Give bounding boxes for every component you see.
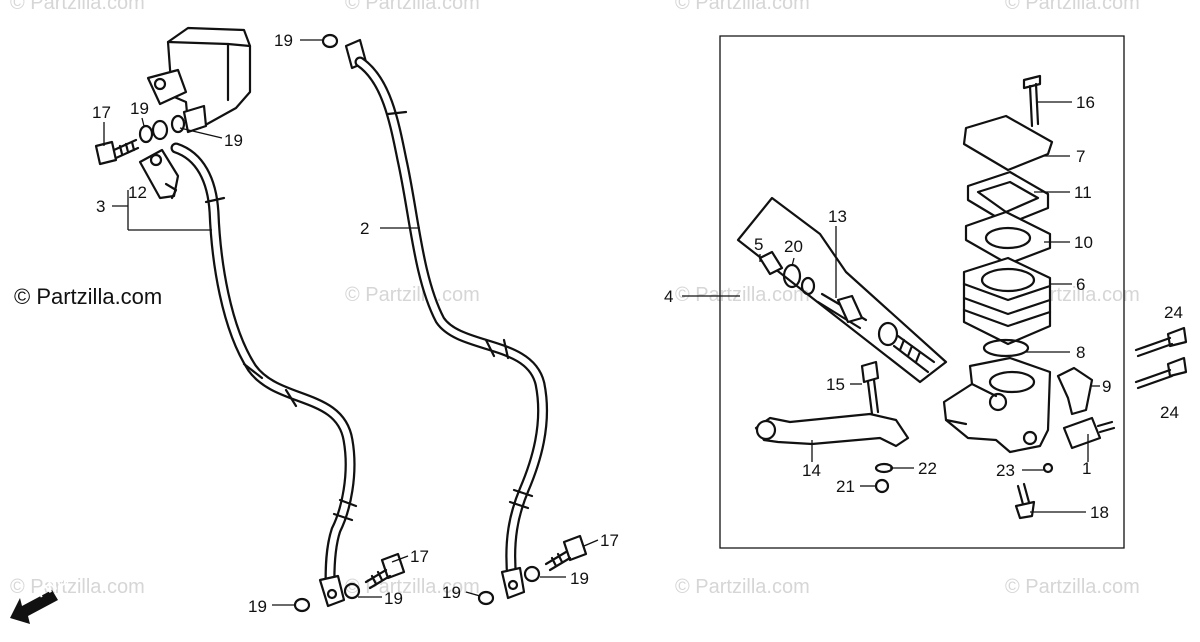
washer-19	[170, 114, 186, 134]
callout-7: 7	[1076, 147, 1085, 166]
watermark: © Partzilla.com	[675, 0, 810, 14]
watermark: © Partzilla.com	[1005, 576, 1140, 598]
callout-1: 1	[1082, 459, 1091, 478]
assembly-frame	[719, 35, 1125, 549]
banjo-bolt-17-right	[544, 534, 588, 572]
watermark: © Partzilla.com	[1005, 0, 1140, 14]
callout-17: 17	[92, 103, 111, 122]
callout-23: 23	[996, 461, 1015, 480]
diaphragm-plate-11	[966, 170, 1050, 226]
watermark: © Partzilla.com	[10, 576, 145, 598]
hose-joint-12	[138, 148, 180, 200]
watermark: © Partzilla.com	[675, 576, 810, 598]
callout-21: 21	[836, 477, 855, 496]
callout-8: 8	[1076, 343, 1085, 362]
brake-lever-14	[754, 412, 910, 448]
callout-20: 20	[784, 237, 803, 256]
watermark: © Partzilla.com	[675, 284, 810, 306]
nut-23	[1042, 462, 1054, 474]
brake-hose-2	[344, 38, 549, 600]
callout-19: 19	[130, 99, 149, 118]
fwd-arrow-icon: FWD	[10, 572, 70, 624]
piston-kit-13	[758, 250, 936, 374]
callout-24: 24	[1160, 403, 1179, 422]
washer-19	[321, 33, 339, 49]
callout-11: 11	[1074, 183, 1092, 202]
watermark: © Partzilla.com	[345, 576, 480, 598]
copyright-label: © Partzilla.com	[14, 284, 163, 309]
reservoir-cap-7	[962, 114, 1054, 172]
callout-17: 17	[410, 547, 429, 566]
callout-19: 19	[274, 31, 293, 50]
o-ring-8	[982, 338, 1030, 358]
callout-17: 17	[600, 531, 619, 550]
brake-switch-1	[1062, 416, 1116, 450]
piston-kit-outline-13	[736, 196, 948, 384]
washer-19	[138, 124, 154, 144]
washer-19	[477, 590, 495, 606]
washer-19	[523, 565, 541, 583]
washer-19	[343, 582, 361, 600]
brake-hose-3	[170, 142, 358, 608]
callout-14: 14	[802, 461, 821, 480]
callout-5: 5	[754, 235, 763, 254]
watermark: © Partzilla.com	[345, 284, 480, 306]
callout-9: 9	[1102, 377, 1111, 396]
screw-24-lower	[1134, 356, 1188, 390]
callout-22: 22	[918, 459, 937, 478]
watermark: © Partzilla.com	[345, 0, 480, 14]
callout-12: 12	[128, 183, 147, 202]
callout-4: 4	[664, 287, 673, 306]
callout-19: 19	[570, 569, 589, 588]
callout-6: 6	[1076, 275, 1085, 294]
callout-3: 3	[96, 197, 105, 216]
screw-24-upper	[1134, 326, 1188, 358]
callout-15: 15	[826, 375, 845, 394]
holder-9	[1056, 366, 1094, 416]
screw-16	[1022, 74, 1042, 128]
callout-24: 24	[1164, 303, 1183, 322]
washer-22	[874, 462, 894, 474]
callout-16: 16	[1076, 93, 1095, 112]
callout-10: 10	[1074, 233, 1093, 252]
reservoir-body-6	[962, 256, 1052, 346]
callout-18: 18	[1090, 503, 1109, 522]
diaphragm-10	[964, 210, 1052, 266]
leader-lines	[103, 39, 1100, 606]
callout-2: 2	[360, 219, 369, 238]
washer-19	[293, 597, 311, 613]
callout-19: 19	[248, 597, 267, 616]
banjo-bolt-17-top	[94, 138, 140, 166]
washer-19	[151, 119, 169, 141]
callout-19: 19	[442, 583, 461, 602]
callout-13: 13	[828, 207, 847, 226]
reservoir-assembly	[146, 26, 252, 134]
watermark: © Partzilla.com	[10, 0, 145, 14]
nut-21	[874, 478, 890, 494]
master-cylinder-body	[942, 356, 1052, 454]
callout-19: 19	[384, 589, 403, 608]
callout-19: 19	[224, 131, 243, 150]
bleed-screw-18	[1014, 482, 1036, 520]
pivot-bolt-15	[860, 360, 880, 416]
